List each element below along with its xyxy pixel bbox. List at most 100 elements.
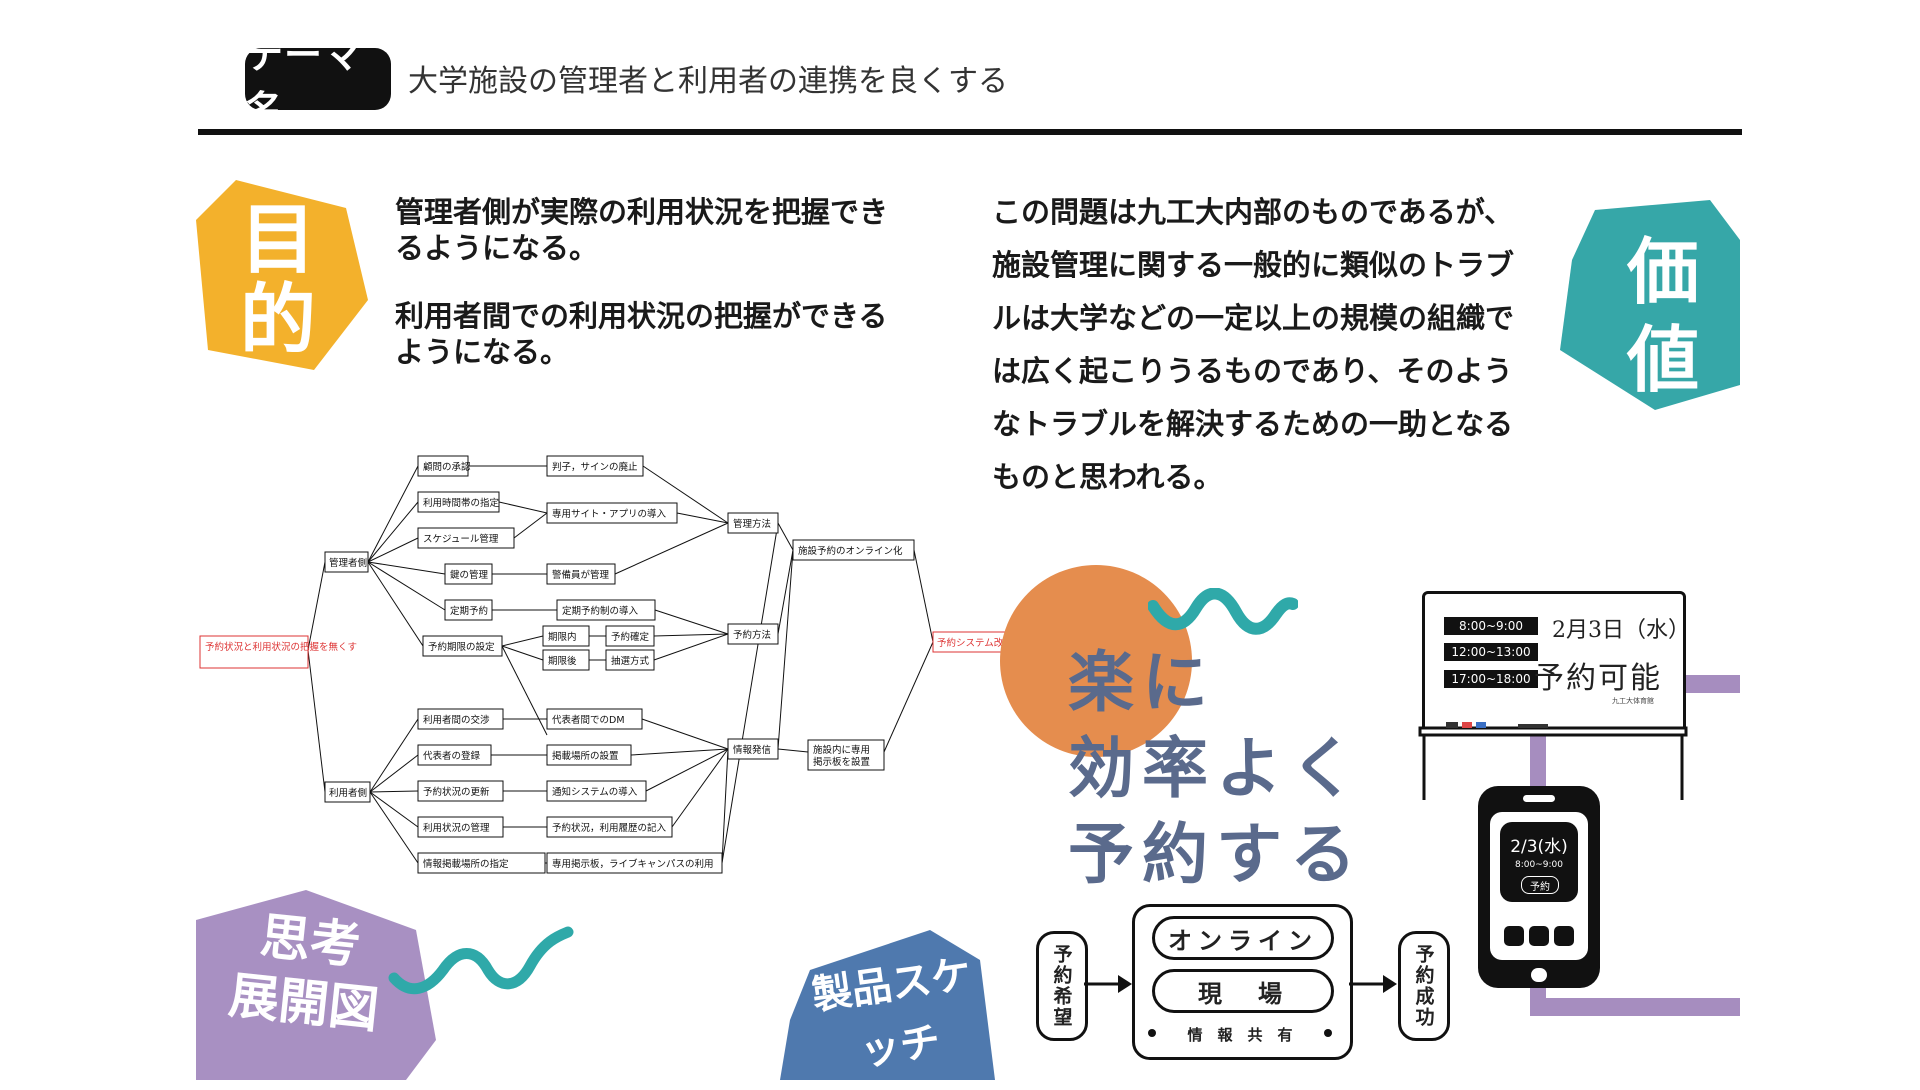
whiteboard-footer: 九工大体育館: [1612, 697, 1654, 705]
value-text: この問題は九工大内部のものであるが、 施設管理に関する一般的に類似のトラブ ルは…: [992, 186, 1514, 504]
wave-decoration: [1148, 588, 1298, 635]
product-label: 製品スケッチ: [798, 942, 994, 1090]
flow-online: オンライン: [1152, 916, 1334, 960]
whiteboard-date: 2月3日（水）: [1552, 618, 1690, 643]
mindmap-user-item: 情報掲載場所の指定: [417, 852, 546, 874]
mindmap-admin-solution: 警備員が管理: [546, 563, 616, 585]
phone-display: [1500, 822, 1578, 902]
slot-label: 17:00~18:00: [1444, 670, 1538, 688]
mindmap-admin-item-label: 定期予約: [450, 605, 488, 617]
mindmap-user-item: 利用状況の管理: [417, 816, 504, 838]
mindmap-mid: 管理方法: [727, 512, 779, 534]
mindmap-admin-item: 定期予約: [444, 599, 493, 621]
mindmap-user-solution-label: 掲載場所の設置: [552, 750, 619, 762]
mindmap-user-item: 利用者間の交渉: [417, 708, 504, 730]
mindmap-user-item-label: 利用状況の管理: [423, 822, 490, 834]
flow-onsite: 現 場: [1152, 969, 1334, 1013]
phone-key: [1529, 926, 1549, 946]
mindmap-admin-item: スケジュール管理: [417, 527, 515, 549]
phone-reserve-button[interactable]: 予約: [1521, 876, 1559, 894]
mindmap-user-solution-label: 代表者間でのDM: [552, 714, 625, 726]
mindmap-admin-item-label: スケジュール管理: [423, 533, 499, 545]
flow-end: 予約成功: [1398, 931, 1450, 1041]
mindmap-mid-label: 情報発信: [733, 744, 771, 756]
value-line: なトラブルを解決するための一助となる: [992, 407, 1514, 441]
mindmap-period-item: 期限後: [542, 649, 590, 671]
mindmap-user-solution: 掲載場所の設置: [546, 744, 632, 766]
mindmap-user-item-label: 情報掲載場所の指定: [423, 858, 509, 870]
mindmap-admin-solution-label: 判子，サインの廃止: [552, 461, 638, 473]
mindmap-user-solution: 予約状況，利用履歴の記入: [546, 816, 673, 838]
mindmap-admin-solution-label: 専用サイト・アプリの導入: [552, 508, 667, 520]
purpose-label: 目的: [240, 195, 316, 364]
catch-line: 予約する: [1068, 816, 1364, 893]
flow-arrow: [1084, 975, 1132, 993]
flow-dot: [1148, 1029, 1156, 1037]
mindmap-admin-label: 管理者側: [329, 557, 367, 569]
flow-start: 予約希望: [1036, 931, 1088, 1041]
header-rule: [198, 129, 1742, 135]
product-hexagon: [780, 930, 995, 1080]
mindmap-user-item-label: 代表者の登録: [423, 750, 481, 762]
mindmap-period-result: 抽選方式: [605, 649, 655, 671]
mindmap-admin-item-label: 鍵の管理: [450, 569, 489, 581]
purpose-text-1: 管理者側が実際の利用状況を把握できるようになる。: [395, 195, 889, 265]
orange-circle: [1000, 565, 1192, 757]
phone-key: [1554, 926, 1574, 946]
mindmap-outcome-label: 施設予約のオンライン化: [798, 545, 903, 557]
mindmap-outcome-label: 施設内に専用: [813, 744, 870, 756]
phone-home-button: [1531, 968, 1547, 982]
mindmap-user-solution: 専用掲示板，ライブキャンパスの利用: [546, 852, 723, 874]
mindmap-user-solution-label: 専用掲示板，ライブキャンパスの利用: [552, 858, 714, 870]
mindmap-admin-solution-label: 定期予約制の導入: [562, 605, 639, 617]
mindmap-user-item-label: 予約状況の更新: [423, 786, 490, 798]
value-hexagon: [1560, 200, 1740, 410]
mindmap-mid: 情報発信: [727, 738, 779, 760]
mindmap-root: 予約状況と利用状況の把握を無くす: [199, 635, 357, 669]
mindmap-period-label: 期限内: [548, 631, 577, 643]
theme-badge: テーマ名: [245, 33, 391, 132]
slot-label: 8:00~9:00: [1444, 617, 1538, 635]
mindmap-final-label: 予約システム改善: [937, 637, 1008, 649]
mindmap-mid-label: 予約方法: [733, 629, 771, 641]
flow-arrow: [1349, 975, 1397, 993]
mindmap-admin-item: 利用時間帯の指定: [417, 491, 500, 513]
purpose-text-2: 利用者間での利用状況の把握ができるようになる。: [395, 299, 888, 369]
mindmap-period-result: 予約確定: [605, 625, 655, 647]
mindmap-root-label: 予約状況と利用状況の把握を無くす: [205, 641, 357, 653]
mindmap-user-solution: 通知システムの導入: [546, 780, 647, 802]
mindmap-mid-label: 管理方法: [733, 518, 771, 530]
thinking-label: 思考展開図: [206, 900, 408, 1043]
purpose-hexagon: [196, 180, 368, 370]
mindmap-period-result-label: 抽選方式: [611, 655, 650, 667]
mindmap-user-item: 代表者の登録: [417, 744, 492, 766]
value-line: ルは大学などの一定以上の規模の組織で: [992, 301, 1515, 335]
mindmap-user-solution-label: 予約状況，利用履歴の記入: [552, 822, 667, 834]
mindmap-admin-solution: 専用サイト・アプリの導入: [546, 502, 678, 524]
value-line: ものと思われる。: [992, 460, 1223, 494]
theme-title: 大学施設の管理者と利用者の連携を良くする: [408, 64, 1008, 99]
phone-key: [1504, 926, 1524, 946]
mindmap-outcome-label: 掲示板を設置: [813, 756, 870, 768]
flow-share: 情 報 共 有: [1187, 1026, 1293, 1044]
value-label: 価値: [1626, 230, 1699, 402]
mindmap-user-item-label: 利用者間の交渉: [423, 714, 490, 726]
slot-label: 12:00~13:00: [1444, 643, 1538, 661]
phone-time: 8:00~9:00: [1515, 860, 1563, 870]
mindmap-period-result-label: 予約確定: [611, 631, 650, 643]
mindmap-admin-solution: 定期予約制の導入: [556, 599, 656, 621]
phone-speaker: [1523, 795, 1555, 802]
mindmap-user-label: 利用者側: [329, 787, 367, 799]
mindmap-period-item: 期限内: [542, 625, 590, 647]
thinking-map: 予約状況と利用状況の把握を無くす 管理者側 利用者側 顧問の承認 利用時間帯の指…: [199, 455, 1008, 874]
purple-line: [1530, 998, 1740, 1016]
catchphrase: 楽に 効率よく 予約する: [1068, 640, 1364, 898]
value-line: は広く起こりうるものであり、そのよう: [992, 354, 1513, 388]
phone-date: 2/3(水): [1510, 837, 1568, 857]
product-label-text: 製品スケッチ: [809, 951, 975, 1076]
mindmap-admin-node: 管理者側: [324, 551, 369, 573]
mindmap-user-node: 利用者側: [324, 781, 371, 803]
mindmap-connectors: [307, 465, 934, 864]
mindmap-admin-item-label: 利用時間帯の指定: [423, 497, 500, 509]
mindmap-admin-item-label: 顧問の承認: [423, 461, 471, 473]
